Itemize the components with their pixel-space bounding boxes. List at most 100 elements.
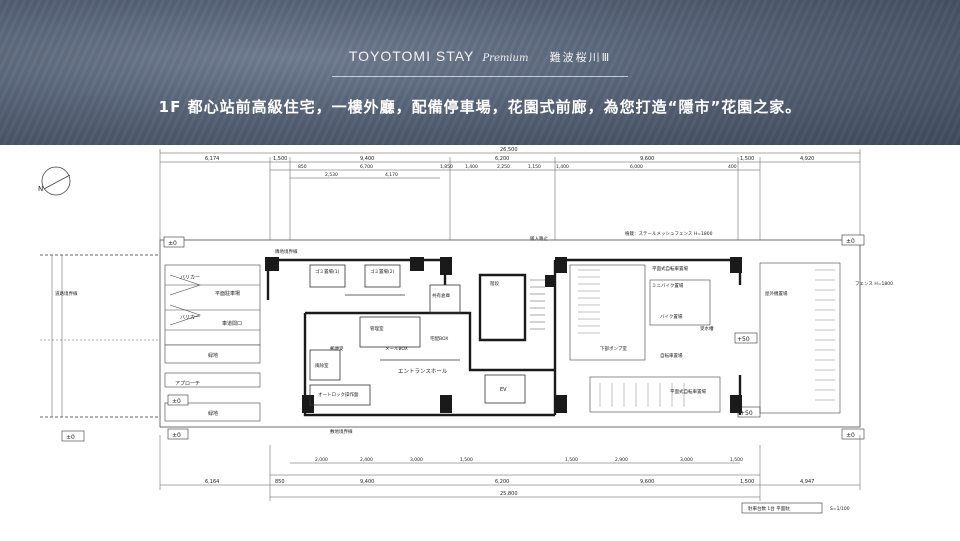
top-dim-3: 9,400 — [360, 156, 374, 162]
elevation-markers: ±0 ±0 ±0 ±0 ±0 +50 +50 ±0 — [61, 234, 865, 442]
shared-storage: 共有倉庫 — [432, 292, 450, 299]
top-subdim2: 4,170 — [385, 172, 398, 178]
brand-divider — [332, 76, 628, 77]
top-subdim: 850 — [298, 164, 307, 170]
site-boundary-note: 敷地境界線 — [330, 428, 353, 435]
bottom-dimensions — [159, 435, 861, 501]
elevation-tag: ±0 — [846, 432, 855, 439]
parking-area — [164, 264, 261, 422]
parking-bollard-1: バリカー — [180, 275, 200, 281]
minibike-parking: ミニバイク置場 — [652, 282, 684, 289]
elevation-tag: ±0 — [168, 240, 177, 247]
bottom-subdim: 2,000 — [315, 457, 328, 463]
delivery-box: 宅配BOX — [430, 335, 448, 342]
autolock-panel: オートロック操作盤 — [318, 391, 359, 398]
carry-in-note: 搬入路止 — [530, 235, 548, 242]
adjacent-boundary-note: 隣地境界線 — [275, 248, 298, 255]
top-subdim: 6,700 — [360, 164, 373, 170]
road-section — [40, 255, 160, 417]
road-boundary-note: 道路境界線 — [55, 290, 78, 297]
elevation-tag: ±0 — [172, 432, 181, 439]
management-room: 管理室 — [370, 325, 384, 332]
stairs: 階段 — [490, 280, 499, 287]
flat-bicycle-parking-2: 平面式自転車置場 — [670, 388, 706, 395]
parking-lot: 平面駐車場 — [215, 290, 240, 297]
top-subdim: 400 — [728, 164, 737, 170]
top-dim-2: 1,500 — [273, 156, 287, 162]
bottom-dim: 1,500 — [740, 479, 754, 485]
top-subdim: 1,850 — [440, 164, 453, 170]
brand-name: TOYOTOMI STAY — [348, 48, 475, 64]
garbage-room-1: ゴミ置場(1) — [315, 268, 340, 275]
bottom-subdim: 3,000 — [680, 457, 693, 463]
water-tank: 受水槽 — [700, 325, 714, 332]
brand-script: Premium — [482, 53, 529, 64]
brand-lockup: TOYOTOMI STAY Premium 難波桜川Ⅲ — [0, 46, 960, 65]
entrance-hall: エントランスホール — [398, 368, 448, 375]
bicycle-parking-label: 自転車置場 — [660, 352, 683, 359]
elevator: EV — [500, 387, 507, 393]
top-subdim: 6,000 — [630, 164, 643, 170]
bike-parking: バイク置場 — [660, 313, 683, 320]
north-arrow-icon: N — [38, 166, 71, 196]
wind-room: 風除室 — [315, 362, 329, 369]
bike-racks — [578, 269, 835, 407]
elevation-tag: ±0 — [846, 238, 855, 245]
overall-top-dim: 26,500 — [500, 147, 518, 153]
green-1: 緑地 — [208, 352, 218, 359]
flat-bicycle-parking: 平面式自転車置場 — [652, 265, 688, 272]
green-2: 緑地 — [208, 410, 218, 417]
top-dimensions — [159, 149, 861, 240]
garbage-room-2: ゴミ置場(2) — [370, 268, 395, 275]
site-boundary — [40, 239, 861, 428]
bottom-subdim: 2,900 — [615, 457, 628, 463]
parking-bollard-2: バリカー — [180, 315, 200, 321]
bottom-dim: 9,400 — [360, 479, 374, 485]
stair-treads — [530, 279, 545, 330]
outdoor-unit-area: 屋外機置場 — [765, 290, 788, 297]
brand-sub: 難波桜川Ⅲ — [549, 51, 612, 64]
bottom-subdim: 1,500 — [565, 457, 578, 463]
overall-bottom-dim: 25,800 — [500, 491, 518, 497]
elevation-tag: ±0 — [172, 398, 181, 405]
top-dim-4: 6,200 — [495, 156, 509, 162]
fence-note: 植栽：ステールメッシュフェンス H=1800 — [625, 230, 713, 237]
floor-plan-drawing: N 26,500 6,174 1,500 9,400 6,200 9,600 1… — [38, 147, 893, 514]
structural-columns — [265, 257, 742, 413]
top-dim-1: 6,174 — [205, 156, 219, 162]
headline: 1F 都心站前高級住宅，一樓外廳，配備停車場，花園式前廊，為您打造“隱市”花園之… — [158, 98, 802, 116]
approach: アプローチ — [175, 381, 200, 387]
elevation-tag: ±0 — [66, 434, 75, 441]
floor-plan: N 26,500 6,174 1,500 9,400 6,200 9,600 1… — [0, 145, 960, 541]
bicycle-parking — [569, 262, 841, 414]
elevation-tag: +50 — [737, 336, 750, 343]
bottom-dim: 6,200 — [495, 479, 509, 485]
room-partitions — [309, 264, 526, 406]
bottom-subdim: 3,000 — [410, 457, 423, 463]
north-label: N — [38, 185, 43, 193]
hero-banner — [0, 0, 960, 145]
top-subdim: 1,400 — [556, 164, 569, 170]
bottom-dim: 6,164 — [205, 479, 219, 485]
driveway: 車道間口 — [222, 320, 242, 327]
bottom-subdim: 1,500 — [730, 457, 743, 463]
mail-box: メールBOX — [385, 346, 408, 352]
fence-note-right: フェンス H=1800 — [855, 281, 893, 287]
top-dim-5: 9,600 — [640, 156, 654, 162]
top-subdim: 1,150 — [528, 164, 541, 170]
bottom-dim: 850 — [275, 479, 285, 485]
bottom-subdim: 2,400 — [360, 457, 373, 463]
top-subdim: 2,250 — [497, 164, 510, 170]
top-subdim2: 2,530 — [325, 172, 338, 178]
top-dim-6: 1,500 — [740, 156, 754, 162]
top-subdim: 1,400 — [465, 164, 478, 170]
footnote: 駐車台数 1台 平面駐 — [748, 505, 790, 512]
mailbox: 郵便受 — [330, 345, 344, 352]
bottom-subdim: 1,500 — [460, 457, 473, 463]
scale-note: S=1/100 — [830, 506, 850, 512]
footnote-box — [741, 502, 823, 514]
top-dim-7: 4,920 — [800, 156, 814, 162]
elevation-tag: +50 — [740, 410, 753, 417]
bottom-dim: 4,947 — [800, 479, 814, 485]
bottom-dim: 9,600 — [640, 479, 654, 485]
